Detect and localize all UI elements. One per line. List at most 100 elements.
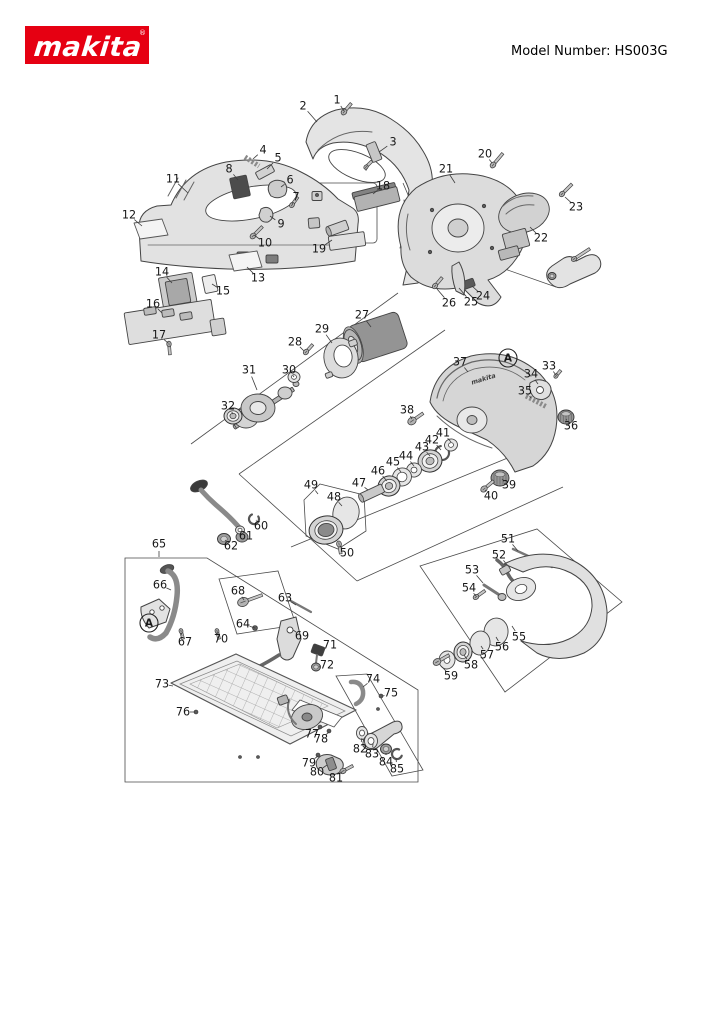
plate-shape xyxy=(228,250,263,272)
nut-shape xyxy=(311,662,321,672)
screw-shape xyxy=(472,589,487,601)
part-number-text: 38 xyxy=(400,404,414,417)
switch-shape xyxy=(365,141,383,163)
part-number-text: 31 xyxy=(242,364,256,377)
part-label-70: 70 xyxy=(214,631,228,646)
section-panel xyxy=(238,329,446,475)
part-number-text: 63 xyxy=(278,592,292,605)
part-label-44: 44 xyxy=(399,450,415,467)
part-number-text: 13 xyxy=(251,272,265,285)
part-label-52: 52 xyxy=(492,549,509,567)
part-label-38: 38 xyxy=(400,404,414,420)
screw-shape xyxy=(237,593,264,607)
base-plate-grid-shape xyxy=(189,663,329,729)
part-number-text: 43 xyxy=(415,441,429,454)
ring-shape xyxy=(505,577,537,601)
small-fastener-shape xyxy=(427,249,433,255)
part-label-13: 13 xyxy=(246,266,265,285)
part-label-40: 40 xyxy=(484,490,498,503)
part-label-54: 54 xyxy=(462,582,477,597)
part-number-text: 1 xyxy=(333,94,340,107)
part-number-text: 77 xyxy=(305,728,319,741)
part-number-text: 61 xyxy=(239,530,253,543)
part-number-text: 69 xyxy=(295,630,309,643)
part-number-text: 82 xyxy=(353,743,367,756)
part-number-text: 19 xyxy=(312,243,326,256)
part-number-text: 40 xyxy=(484,490,498,503)
disc-shape xyxy=(159,605,165,611)
part-number-text: 44 xyxy=(399,450,413,463)
part-number-text: 35 xyxy=(518,385,532,398)
part-number-text: 39 xyxy=(502,479,516,492)
part-label-84: 84 xyxy=(379,753,393,769)
part-label-75: 75 xyxy=(382,687,398,700)
part-label-15: 15 xyxy=(211,283,230,298)
part-label-85: 85 xyxy=(390,757,404,776)
part-label-62: 62 xyxy=(224,540,238,553)
knurled-sleeve-shape xyxy=(557,409,575,425)
logo-wordmark: makita xyxy=(32,32,143,63)
part-number-text: 24 xyxy=(476,290,490,303)
small-fastener-shape xyxy=(317,724,323,730)
block-shape xyxy=(143,306,157,316)
part-outline-shape xyxy=(167,177,195,201)
block-shape xyxy=(276,694,290,706)
cylinder-shape xyxy=(358,483,385,503)
part-number-text: 30 xyxy=(282,364,296,377)
part-number-text: 78 xyxy=(314,733,328,746)
disc-shape xyxy=(149,609,155,615)
view-marker-letter: A xyxy=(504,353,513,365)
screw-shape xyxy=(336,540,343,555)
part-number-text: 16 xyxy=(146,298,160,311)
part-number-text: 42 xyxy=(425,434,439,447)
part-label-72: 72 xyxy=(318,659,334,672)
part-number-text: 2 xyxy=(299,100,306,113)
part-outline-shape xyxy=(436,415,493,449)
part-label-78: 78 xyxy=(314,731,330,746)
part-label-61: 61 xyxy=(239,530,253,543)
part-label-49: 49 xyxy=(304,479,319,495)
part-outline-shape xyxy=(436,359,532,399)
screw-shape xyxy=(432,653,451,666)
part-number-text: 41 xyxy=(436,427,450,440)
part-label-5: 5 xyxy=(266,152,282,170)
part-outline-shape xyxy=(317,130,373,151)
controller-shape xyxy=(327,231,367,251)
part-number-text: 6 xyxy=(286,174,293,187)
part-label-35: 35 xyxy=(518,385,532,399)
block-shape xyxy=(499,564,511,576)
part-label-39: 39 xyxy=(501,479,516,492)
small-fastener-shape xyxy=(481,203,487,209)
ring-shape xyxy=(444,438,458,452)
part-label-17: 17 xyxy=(152,329,169,344)
part-number-text: 32 xyxy=(221,400,235,413)
led-module-shape xyxy=(229,174,251,200)
part-number-text: 9 xyxy=(277,218,284,231)
part-outline-shape xyxy=(405,213,411,251)
part-label-37: 37 xyxy=(453,356,469,373)
part-label-3: 3 xyxy=(378,136,397,153)
part-label-50: 50 xyxy=(339,545,354,560)
section-panel xyxy=(356,486,564,582)
part-number-text: 37 xyxy=(453,356,467,369)
part-number-text: 62 xyxy=(224,540,238,553)
disc-shape xyxy=(317,522,335,538)
part-outline-shape xyxy=(348,679,366,707)
part-label-43: 43 xyxy=(415,441,431,457)
part-number-text: 14 xyxy=(155,266,169,279)
screw-shape xyxy=(340,102,353,116)
part-number-text: 20 xyxy=(478,148,492,161)
part-label-60: 60 xyxy=(254,520,268,533)
part-number-text: 28 xyxy=(288,336,302,349)
small-fastener-shape xyxy=(378,693,384,699)
part-number-text: 15 xyxy=(216,285,230,298)
part-number-text: 26 xyxy=(442,297,456,310)
pin-shape xyxy=(289,599,313,614)
part-label-68: 68 xyxy=(231,585,245,601)
part-number-text: 33 xyxy=(542,360,556,373)
part-number-text: 4 xyxy=(259,144,266,157)
logo-background xyxy=(25,26,149,64)
view-marker-2: A xyxy=(139,613,159,633)
part-number-text: 80 xyxy=(310,766,324,779)
blade-case-shape xyxy=(429,353,558,473)
